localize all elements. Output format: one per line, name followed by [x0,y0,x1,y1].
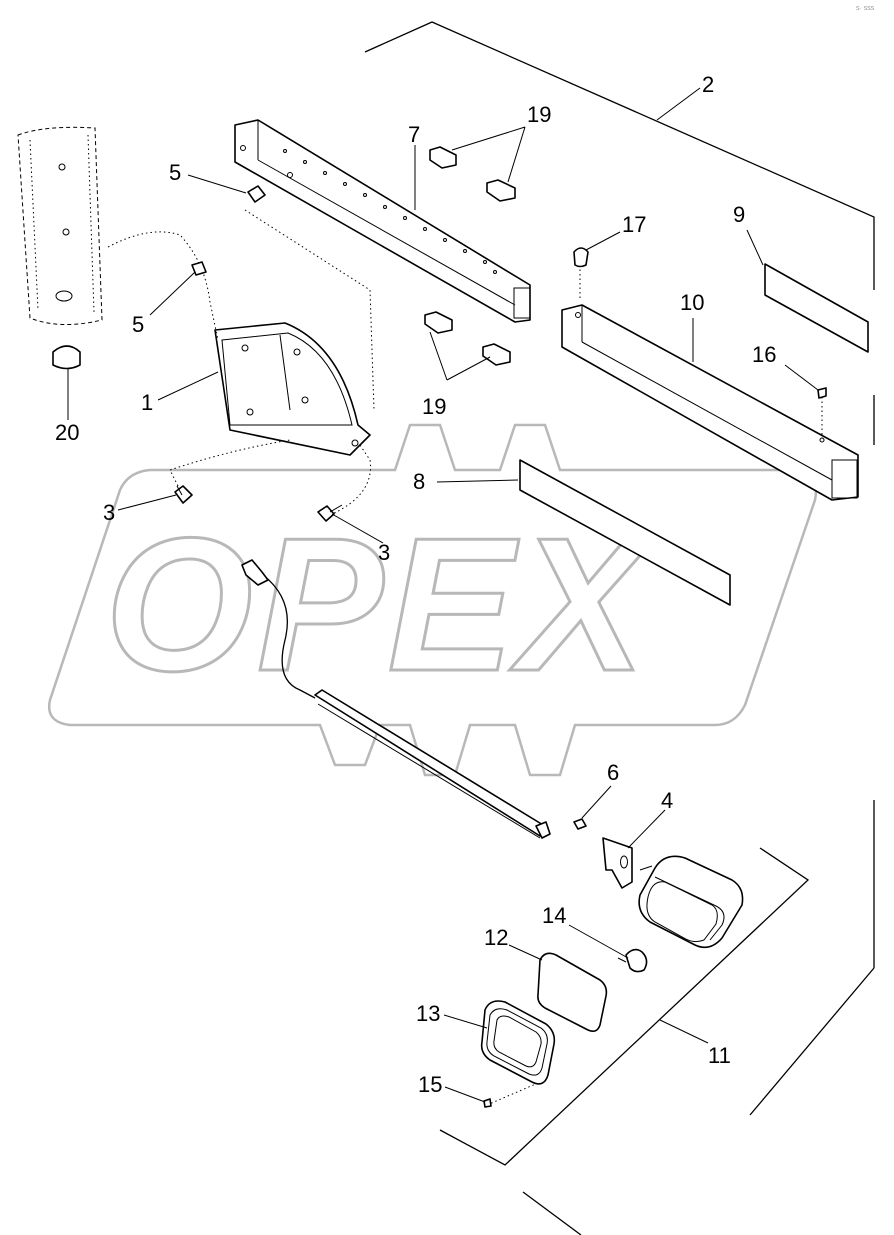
callout-19b: 19 [422,394,446,419]
clip-19-d [482,343,511,366]
callout-13: 13 [416,1001,440,1026]
lamp-housing-11 [638,855,744,949]
lamp-panel-outline [439,847,810,1166]
decal-9 [764,263,869,353]
panel-outline [364,21,875,1235]
screw-16 [817,387,827,399]
callout-7: 7 [408,122,420,147]
post-cap [52,345,81,370]
callout-19a: 19 [527,102,551,127]
leader-lines [67,87,819,1103]
callout-1: 1 [141,390,153,415]
callout-4: 4 [661,788,673,813]
mount-plate-4 [602,837,633,889]
callout-3b: 3 [378,540,390,565]
bolt-left [174,485,193,504]
nut-6 [573,818,587,830]
bolt-5-upper [247,185,266,203]
watermark-text: OPEX [105,499,655,711]
screw-15 [483,1098,492,1108]
callout-8: 8 [413,469,425,494]
reflector-strip-8 [519,459,731,606]
tube-7 [234,119,531,323]
callout-16: 16 [752,342,776,367]
wire-harness [241,559,551,839]
bolt-right [317,504,343,522]
gasket-12 [537,952,608,1032]
callout-12: 12 [484,925,508,950]
callout-3a: 3 [103,500,115,525]
corner-code: s· sss [856,5,875,12]
callout-5a: 5 [169,160,181,185]
callout-5b: 5 [132,312,144,337]
lamp-bracket [214,322,371,456]
tube-10 [561,304,859,501]
callout-14: 14 [542,903,566,928]
watermark: OPEX [47,423,818,777]
callout-6: 6 [607,760,619,785]
clip-19-c [424,311,453,334]
callout-20: 20 [55,420,79,445]
plug-17 [573,247,589,268]
callout-2: 2 [702,72,714,97]
callout-9: 9 [733,202,745,227]
callout-15: 15 [418,1072,442,1097]
assembly-lines [107,209,823,1106]
callout-10: 10 [680,290,704,315]
clip-19-a [429,146,457,169]
callouts: 1 2 3 3 4 5 5 6 7 8 9 10 11 12 13 14 15 … [55,72,776,1097]
lens-13 [480,1000,556,1085]
bulb-14 [617,948,648,973]
clip-19-b [486,179,516,202]
mounting-post [17,126,103,326]
callout-11: 11 [708,1043,731,1068]
callout-17: 17 [622,212,646,237]
